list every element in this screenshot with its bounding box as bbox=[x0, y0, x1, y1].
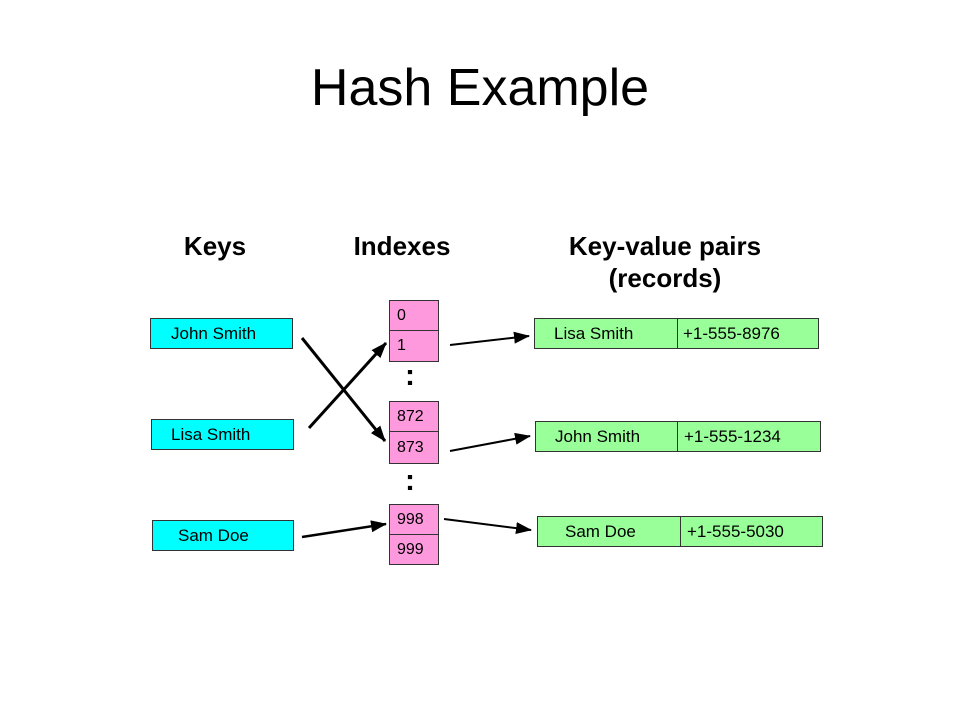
record-name-label: Lisa Smith bbox=[554, 323, 634, 343]
key-box-lisa-smith: Lisa Smith bbox=[151, 419, 294, 450]
record-name-label: John Smith bbox=[555, 426, 641, 446]
index-label: 0 bbox=[397, 306, 406, 324]
index-cell-1: 1 bbox=[389, 330, 439, 362]
record-phone-lisa-smith: +1-555-8976 bbox=[677, 318, 819, 349]
key-label: Sam Doe bbox=[178, 525, 249, 545]
index-label: 999 bbox=[397, 540, 424, 558]
arrow-lisa-smith-to-1 bbox=[307, 341, 388, 430]
ellipsis-dots-2: : bbox=[405, 464, 415, 497]
records-heading-line2: (records) bbox=[608, 263, 722, 293]
index-label: 873 bbox=[397, 438, 424, 456]
index-label: 872 bbox=[397, 407, 424, 425]
index-cell-998: 998 bbox=[389, 504, 439, 535]
key-box-john-smith: John Smith bbox=[150, 318, 293, 349]
keys-heading: Keys bbox=[183, 231, 247, 261]
slide-title: Hash Example bbox=[310, 59, 650, 117]
index-cell-873: 873 bbox=[389, 431, 439, 464]
record-phone-john-smith: +1-555-1234 bbox=[677, 421, 821, 452]
record-phone-label: +1-555-5030 bbox=[687, 521, 784, 541]
arrow-873-to-john-smith-record bbox=[449, 432, 531, 452]
index-cell-872: 872 bbox=[389, 401, 439, 432]
record-phone-label: +1-555-1234 bbox=[684, 426, 781, 446]
indexes-heading: Indexes bbox=[353, 231, 451, 261]
record-name-john-smith: John Smith bbox=[535, 421, 678, 452]
index-label: 998 bbox=[397, 510, 424, 528]
record-name-sam-doe: Sam Doe bbox=[537, 516, 681, 547]
record-phone-label: +1-555-8976 bbox=[683, 323, 780, 343]
key-box-sam-doe: Sam Doe bbox=[152, 520, 294, 551]
records-heading-line1: Key-value pairs bbox=[568, 231, 762, 261]
index-cell-0: 0 bbox=[389, 300, 439, 331]
key-label: Lisa Smith bbox=[171, 424, 251, 444]
arrow-998-to-sam-doe-record bbox=[443, 518, 532, 535]
ellipsis-dots-1: : bbox=[405, 359, 415, 392]
index-cell-999: 999 bbox=[389, 534, 439, 565]
arrow-1-to-lisa-smith-record bbox=[449, 331, 530, 346]
record-phone-sam-doe: +1-555-5030 bbox=[680, 516, 823, 547]
key-label: John Smith bbox=[171, 323, 257, 343]
record-name-lisa-smith: Lisa Smith bbox=[534, 318, 678, 349]
arrow-sam-doe-to-998 bbox=[301, 520, 387, 539]
index-label: 1 bbox=[397, 337, 406, 354]
record-name-label: Sam Doe bbox=[565, 521, 636, 541]
